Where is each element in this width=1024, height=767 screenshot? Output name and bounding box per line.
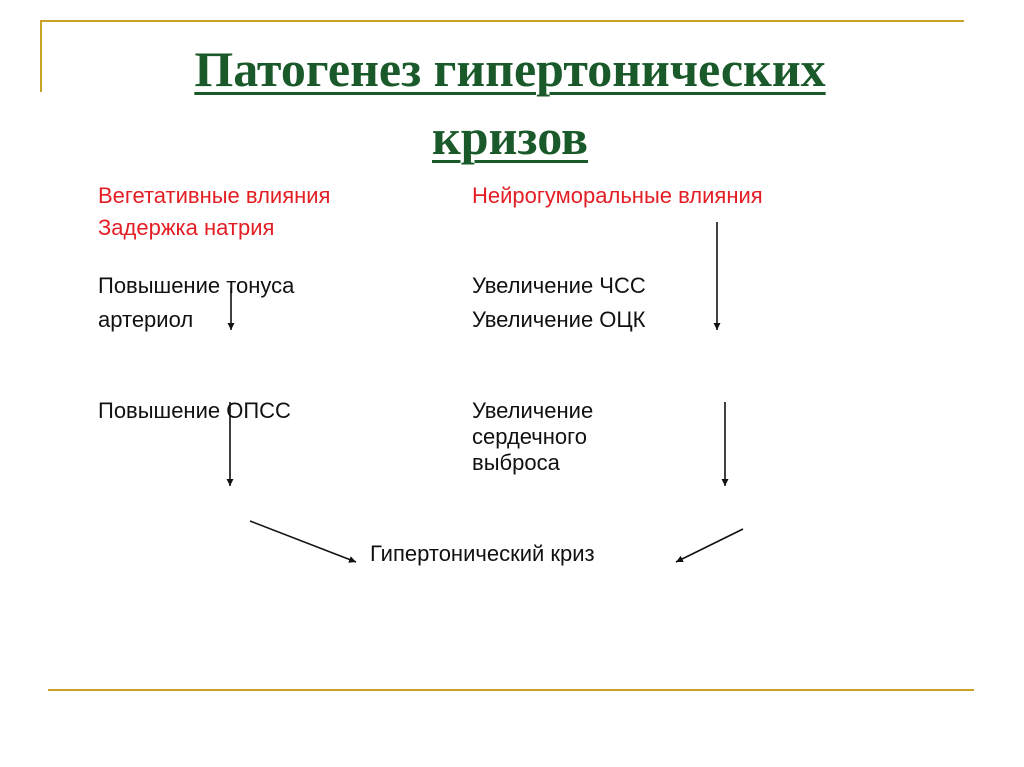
left-decor-line bbox=[40, 20, 42, 92]
cardiac-output-line1: Увеличение bbox=[472, 398, 594, 423]
page-title-line2: кризов bbox=[432, 109, 588, 165]
cardiac-output-line3: выброса bbox=[472, 450, 560, 475]
arteriole-tone-line1: Повышение тонуса bbox=[98, 273, 295, 298]
page-title-line1: Патогенез гипертонических bbox=[194, 41, 826, 97]
top-decor-line bbox=[40, 20, 964, 22]
sodium-retention-label: Задержка натрия bbox=[98, 215, 275, 240]
heart-rate-increase-label: Увеличение ЧСС bbox=[472, 273, 646, 298]
hypertensive-crisis-label: Гипертонический криз bbox=[370, 541, 595, 566]
arteriole-tone-line2: артериол bbox=[98, 307, 194, 332]
arrow-left-to-crisis bbox=[249, 520, 357, 563]
bottom-decor-line bbox=[48, 689, 974, 691]
arrow-right-to-crisis bbox=[675, 528, 744, 563]
neurohumoral-influences-label: Нейрогуморальные влияния bbox=[472, 183, 763, 208]
cardiac-output-line2: сердечного bbox=[472, 424, 587, 449]
vegetative-influences-label: Вегетативные влияния bbox=[98, 183, 331, 208]
peripheral-resistance-label: Повышение ОПСС bbox=[98, 398, 291, 423]
blood-volume-increase-label: Увеличение ОЦК bbox=[472, 307, 646, 332]
